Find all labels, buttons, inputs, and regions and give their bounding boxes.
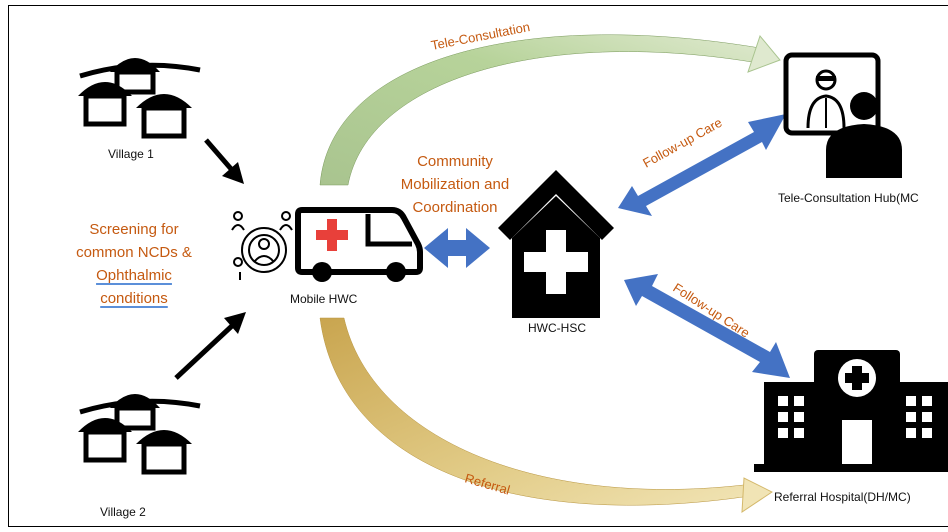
screening-line-1: Screening for — [89, 221, 179, 238]
follow-up-arrow-1 — [618, 114, 786, 216]
mobile-hsc-double-arrow — [424, 228, 490, 268]
village-2-arrow — [174, 312, 246, 380]
doctor-community-icon — [231, 211, 293, 280]
referral-curved-arrow — [319, 317, 773, 513]
ambulance-icon — [295, 207, 423, 282]
screening-text: Screening for common NCDs & Ophthalmic c… — [74, 218, 194, 310]
health-center-icon — [498, 170, 614, 318]
community-line-2: Mobilization and — [400, 176, 510, 193]
community-text: Community Mobilization and Coordination — [390, 150, 520, 219]
hospital-icon — [754, 350, 948, 472]
community-line-1: Community — [417, 153, 493, 170]
follow-up-arrow-2 — [624, 274, 790, 378]
tele-consultation-curved-arrow — [319, 34, 781, 186]
tele-hub-label: Tele-Consultation Hub(MC — [778, 191, 919, 205]
screening-line-3: Ophthalmic — [96, 267, 172, 284]
referral-hospital-text: Referral Hospital(DH/MC) — [774, 490, 911, 504]
screening-line-2: common NCDs & — [76, 244, 192, 261]
diagram-frame — [8, 5, 948, 527]
mobile-hwc-label: Mobile HWC — [290, 292, 358, 306]
hwc-hsc-label: HWC-HSC — [528, 321, 586, 335]
telemedicine-icon — [783, 52, 902, 178]
village-2-huts-icon — [78, 394, 201, 475]
village-1-huts-icon — [78, 58, 201, 139]
referral-hospital-label: Referral Hospital(DH/MC) — [774, 490, 911, 504]
village-2-label: Village 2 — [100, 505, 146, 519]
village-1-arrow — [204, 138, 244, 184]
screening-line-4: conditions — [100, 290, 168, 307]
tele-hub-text: Tele-Consultation Hub(MC — [778, 191, 919, 205]
village-1-label: Village 1 — [108, 147, 154, 161]
community-line-3: Coordination — [412, 199, 498, 216]
